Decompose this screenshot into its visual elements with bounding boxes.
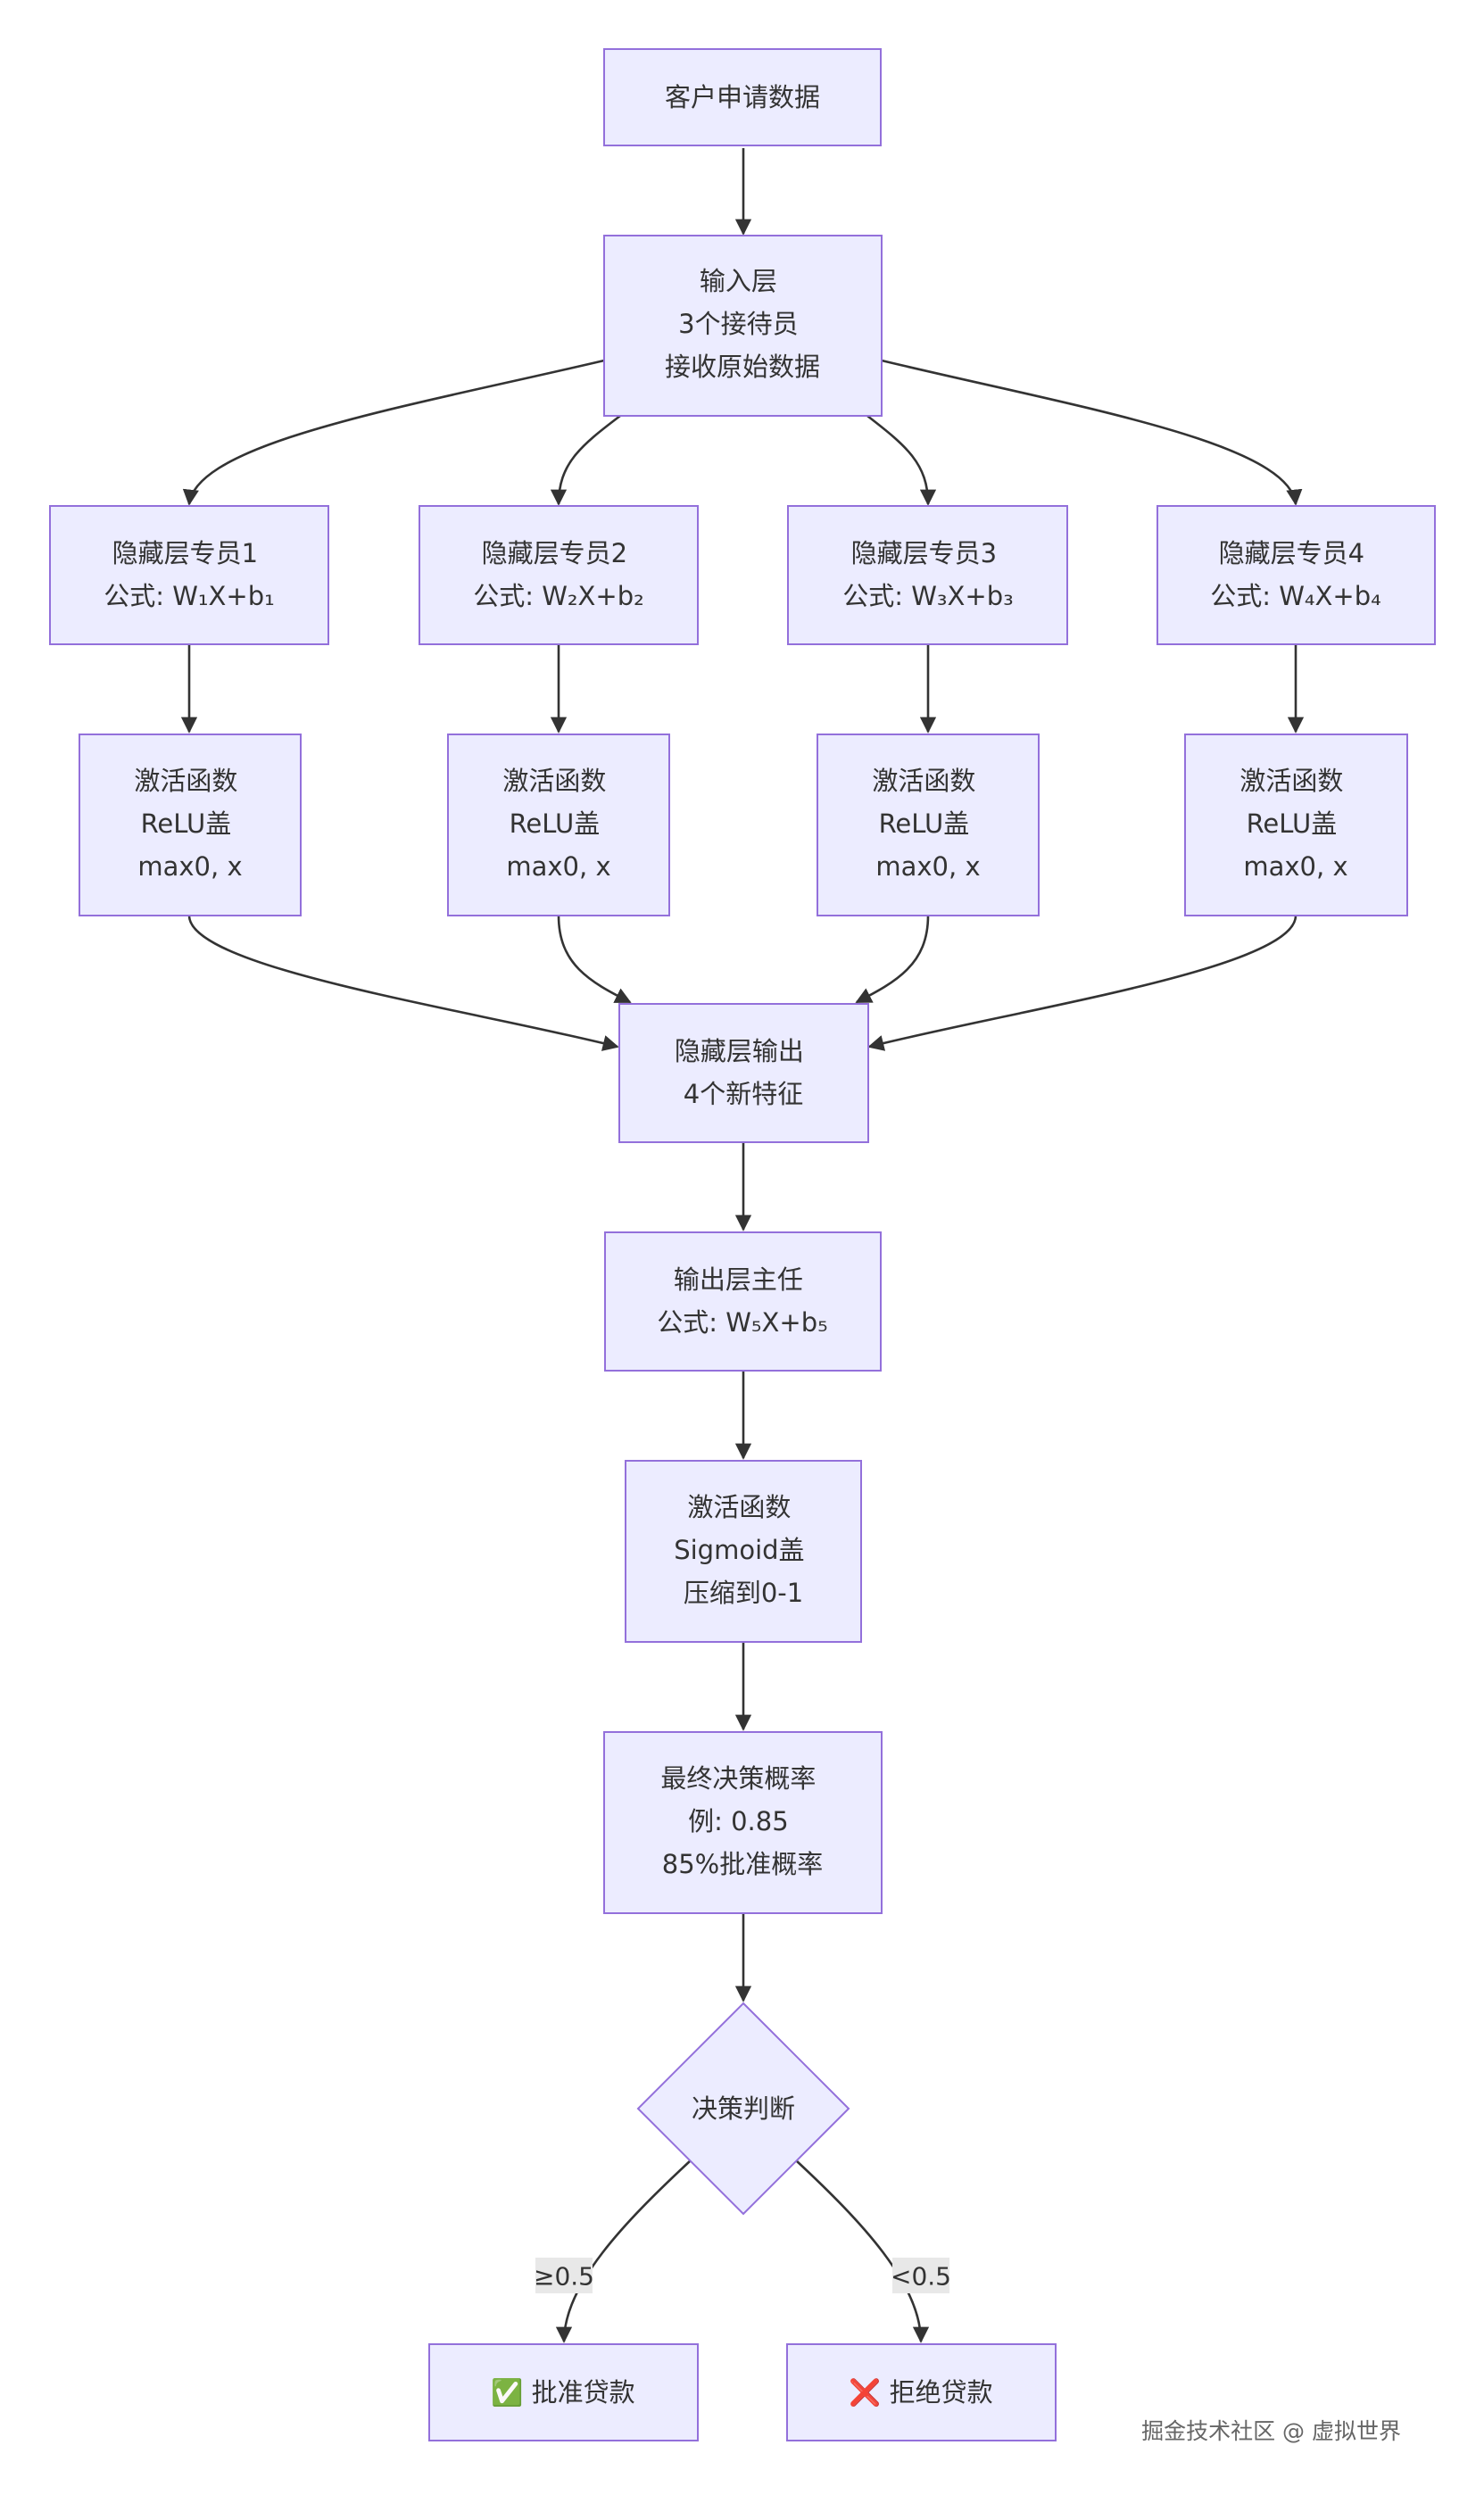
edge-label-approve: ≥0.5 <box>534 2262 594 2292</box>
node-relu3-line-2: ReLU盖 <box>879 808 970 839</box>
node-input-layer-line-2: 3个接待员 <box>678 309 798 339</box>
node-input-layer-line-3: 接收原始数据 <box>665 352 820 382</box>
node-reject-label: ❌ 拒绝贷款 <box>849 2377 992 2408</box>
node-final-prob[interactable]: 最终决策概率 例: 0.85 85%批准概率 <box>603 1731 883 1914</box>
node-hidden3-label: 隐藏层专员3 公式: W₃X+b₃ <box>842 538 1014 611</box>
node-input-layer[interactable]: 输入层 3个接待员 接收原始数据 <box>603 235 883 417</box>
node-hidden-out-label: 隐藏层输出 4个新特征 <box>675 1036 812 1109</box>
node-output-layer[interactable]: 输出层主任 公式: W₅X+b₅ <box>604 1231 882 1372</box>
node-relu1-label: 激活函数 ReLU盖 max0, x <box>134 766 245 882</box>
node-hidden1-label: 隐藏层专员1 公式: W₁X+b₁ <box>104 538 275 611</box>
node-final-prob-line-1: 最终决策概率 <box>660 1763 816 1794</box>
node-relu3-line-3: max0, x <box>875 851 980 882</box>
node-final-prob-line-3: 85%批准概率 <box>662 1849 823 1879</box>
node-relu4-line-1: 激活函数 <box>1239 766 1343 796</box>
node-approve[interactable]: ✅ 批准贷款 <box>428 2343 699 2441</box>
node-hidden2[interactable]: 隐藏层专员2 公式: W₂X+b₂ <box>419 505 699 645</box>
node-hidden1-line-2: 公式: W₁X+b₁ <box>104 581 275 611</box>
node-relu4-line-2: ReLU盖 <box>1247 808 1338 839</box>
node-relu3[interactable]: 激活函数 ReLU盖 max0, x <box>817 734 1040 916</box>
node-relu2-line-1: 激活函数 <box>502 766 606 796</box>
edge-relu1-to-hidden-out <box>187 915 619 1051</box>
node-relu2-line-3: max0, x <box>506 851 610 882</box>
edge-decision-to-reject <box>795 2159 930 2343</box>
edge-input-layer-to-hidden2 <box>550 414 621 506</box>
node-hidden4[interactable]: 隐藏层专员4 公式: W₄X+b₄ <box>1157 505 1436 645</box>
node-hidden3[interactable]: 隐藏层专员3 公式: W₃X+b₃ <box>787 505 1068 645</box>
node-relu1-line-3: max0, x <box>137 851 242 882</box>
node-relu4[interactable]: 激活函数 ReLU盖 max0, x <box>1184 734 1408 916</box>
edge-labels: ≥0.5 <0.5 <box>534 2258 951 2293</box>
node-relu4-line-3: max0, x <box>1243 851 1347 882</box>
node-reject[interactable]: ❌ 拒绝贷款 <box>786 2343 1057 2441</box>
edge-label-bg-reject <box>892 2258 949 2293</box>
node-hidden1[interactable]: 隐藏层专员1 公式: W₁X+b₁ <box>49 505 329 645</box>
node-sigmoid[interactable]: 激活函数 Sigmoid盖 压缩到0-1 <box>625 1460 862 1643</box>
edge-input-layer-to-hidden3 <box>866 414 937 506</box>
node-hidden1-line-1: 隐藏层专员1 <box>112 538 258 568</box>
node-hidden4-line-2: 公式: W₄X+b₄ <box>1210 581 1381 611</box>
edge-relu2-to-hidden-out <box>557 915 632 1004</box>
node-input[interactable]: 客户申请数据 <box>603 48 882 146</box>
node-hidden4-line-1: 隐藏层专员4 <box>1219 538 1364 568</box>
node-decision-label: 决策判断 <box>692 2093 795 2124</box>
edge-relu3-to-hidden-out <box>855 915 930 1004</box>
node-relu3-label: 激活函数 ReLU盖 max0, x <box>872 766 983 882</box>
node-input-layer-label: 输入层 3个接待员 接收原始数据 <box>665 266 820 382</box>
edge-label-reject: <0.5 <box>891 2262 951 2292</box>
node-hidden4-label: 隐藏层专员4 公式: W₄X+b₄ <box>1210 538 1381 611</box>
node-relu2-label: 激活函数 ReLU盖 max0, x <box>502 766 614 882</box>
node-hidden-out[interactable]: 隐藏层输出 4个新特征 <box>618 1003 869 1143</box>
node-output-layer-line-2: 公式: W₅X+b₅ <box>657 1307 828 1338</box>
watermark: 掘金技术社区 @ 虚拟世界 <box>1141 2418 1401 2444</box>
node-sigmoid-line-1: 激活函数 <box>687 1492 791 1522</box>
node-sigmoid-line-3: 压缩到0-1 <box>684 1578 803 1608</box>
node-relu3-line-1: 激活函数 <box>872 766 975 796</box>
node-relu1-line-2: ReLU盖 <box>141 808 232 839</box>
node-relu1-line-1: 激活函数 <box>134 766 237 796</box>
node-output-layer-label: 输出层主任 公式: W₅X+b₅ <box>657 1264 828 1338</box>
edges <box>180 148 1305 2343</box>
node-relu2-line-2: ReLU盖 <box>510 808 601 839</box>
node-hidden3-line-1: 隐藏层专员3 <box>851 538 997 568</box>
node-output-layer-line-1: 输出层主任 <box>674 1264 803 1295</box>
node-relu4-label: 激活函数 ReLU盖 max0, x <box>1239 766 1351 882</box>
node-hidden-out-line-2: 4个新特征 <box>684 1079 803 1109</box>
node-input-layer-line-1: 输入层 <box>700 266 777 296</box>
node-hidden2-line-1: 隐藏层专员2 <box>482 538 627 568</box>
node-hidden2-line-2: 公式: W₂X+b₂ <box>473 581 644 611</box>
edge-input-layer-to-hidden1 <box>182 359 605 506</box>
node-final-prob-label: 最终决策概率 例: 0.85 85%批准概率 <box>660 1763 824 1879</box>
node-final-prob-line-2: 例: 0.85 <box>688 1806 789 1836</box>
node-input-label: 客户申请数据 <box>665 82 820 112</box>
node-approve-label: ✅ 批准贷款 <box>491 2377 634 2408</box>
node-hidden-out-line-1: 隐藏层输出 <box>675 1036 804 1066</box>
edge-input-layer-to-hidden4 <box>881 359 1303 506</box>
edge-relu4-to-hidden-out <box>867 915 1297 1051</box>
node-relu1[interactable]: 激活函数 ReLU盖 max0, x <box>79 734 302 916</box>
node-relu2[interactable]: 激活函数 ReLU盖 max0, x <box>447 734 670 916</box>
node-sigmoid-line-2: Sigmoid盖 <box>674 1535 804 1565</box>
edge-label-bg-approve <box>535 2258 593 2293</box>
node-decision[interactable]: 决策判断 <box>636 2002 850 2216</box>
node-sigmoid-label: 激活函数 Sigmoid盖 压缩到0-1 <box>674 1492 813 1608</box>
edge-decision-to-approve <box>555 2159 692 2343</box>
node-hidden2-label: 隐藏层专员2 公式: W₂X+b₂ <box>473 538 644 611</box>
node-hidden3-line-2: 公式: W₃X+b₃ <box>842 581 1014 611</box>
